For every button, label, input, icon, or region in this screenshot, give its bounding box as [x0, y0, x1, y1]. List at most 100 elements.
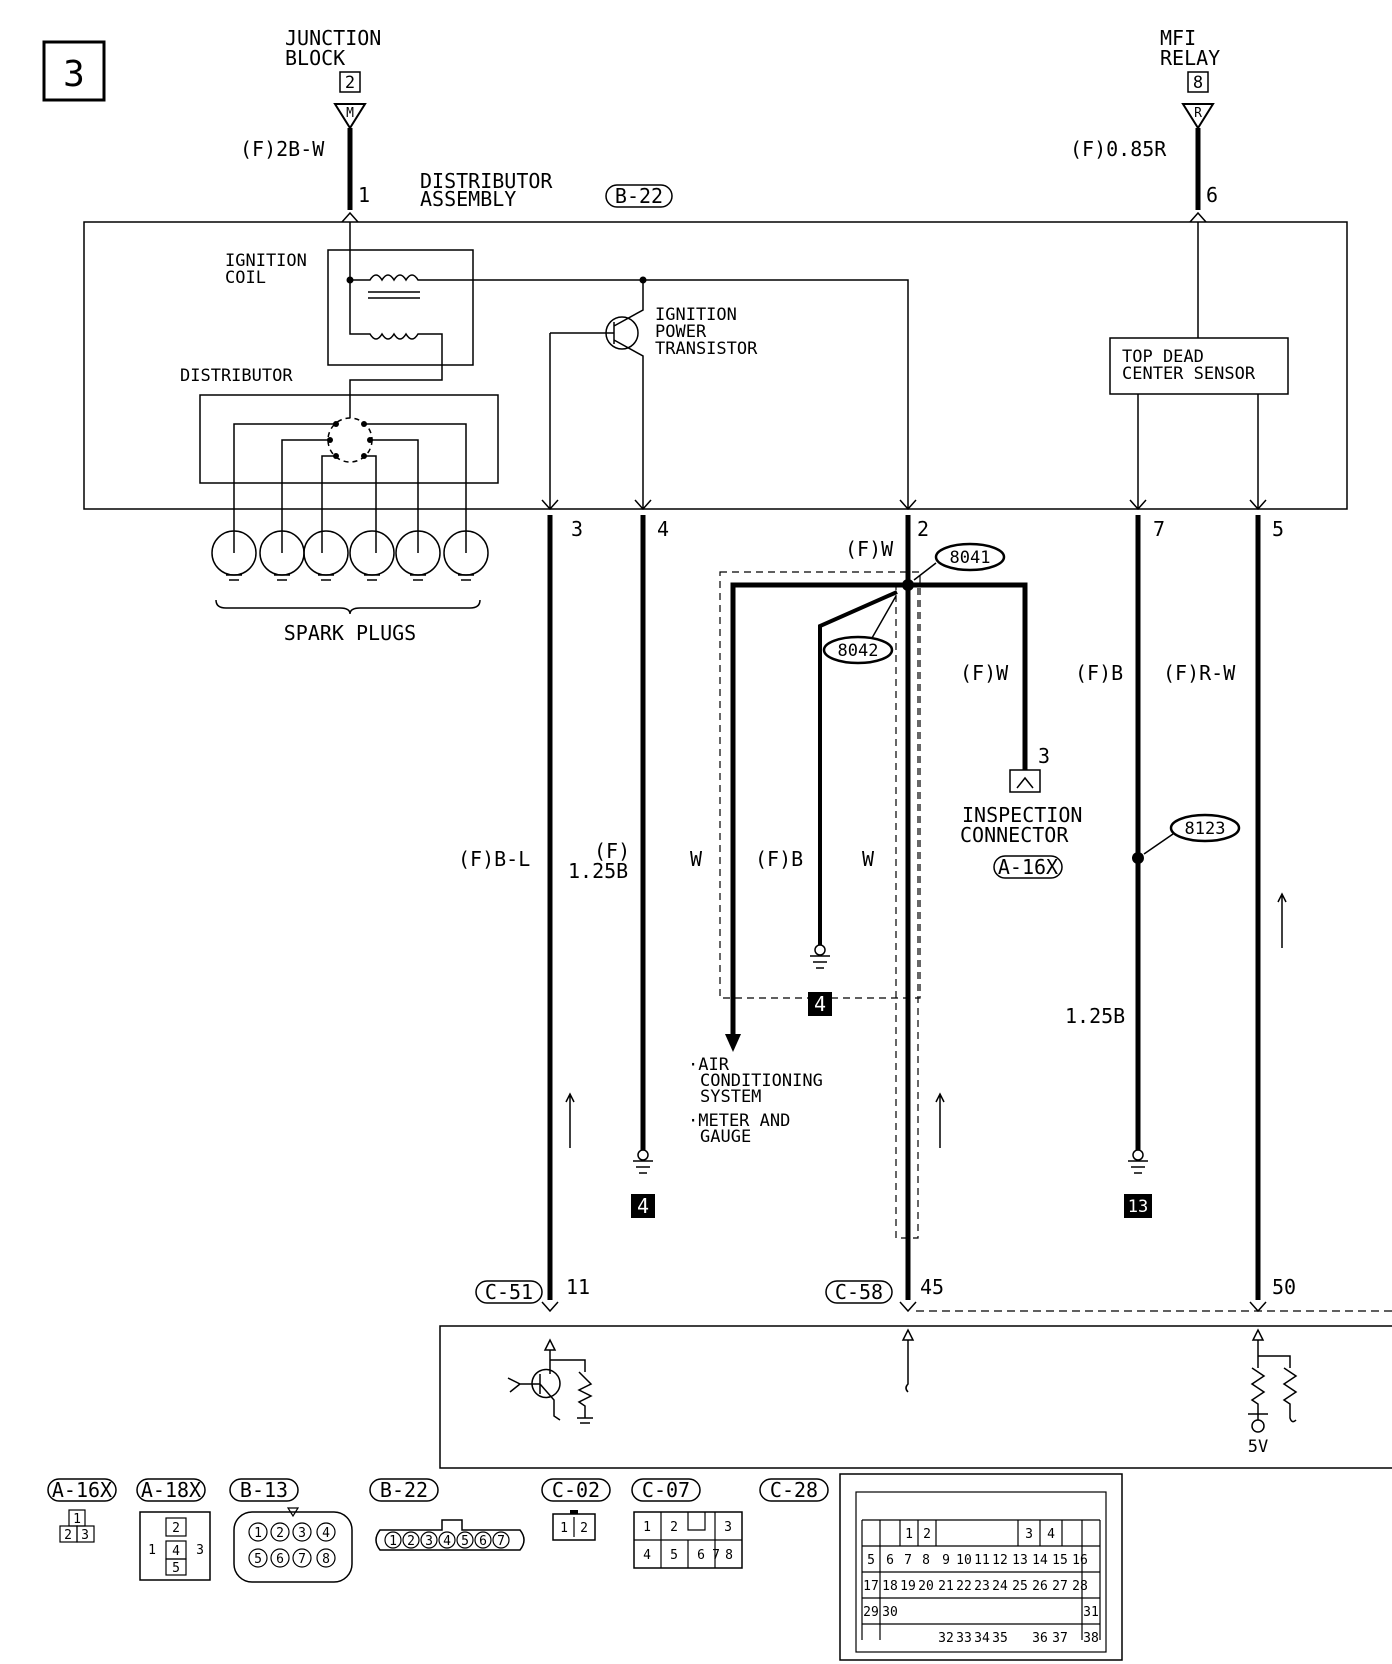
- c28-pin: 1: [905, 1527, 913, 1542]
- c28-pin: 15: [1052, 1553, 1068, 1568]
- distributor-box: [199, 394, 499, 484]
- c28-pin: 10: [956, 1553, 972, 1568]
- tdc-sensor-box: [1109, 337, 1289, 395]
- c58-pin: 45: [920, 1275, 944, 1299]
- ignition-coil-label: IGNITION: [225, 251, 307, 271]
- svg-text:1: 1: [643, 1520, 651, 1535]
- svg-text:1: 1: [254, 1526, 262, 1541]
- c28-pin: 38: [1083, 1631, 1099, 1646]
- svg-text:4: 4: [322, 1526, 330, 1541]
- transistor-label-2: POWER: [655, 322, 707, 342]
- svg-text:C-07: C-07: [642, 1478, 690, 1502]
- transistor-label: IGNITION: [655, 305, 737, 325]
- c28-pin: 14: [1032, 1553, 1048, 1568]
- ignition-coil-box: [327, 249, 474, 366]
- wire-w-left: W: [690, 847, 703, 871]
- a16x-tag: [993, 855, 1063, 879]
- svg-text:5: 5: [670, 1548, 678, 1563]
- ac-arrow: [725, 1034, 741, 1052]
- svg-text:2: 2: [670, 1520, 678, 1535]
- c28-pin: 5: [867, 1553, 875, 1568]
- svg-text:2: 2: [172, 1521, 180, 1536]
- splice-8123: [1169, 813, 1241, 843]
- c28-pin: 35: [992, 1631, 1008, 1646]
- wire-2b-w: (F)2B-W: [240, 137, 325, 161]
- svg-text:5: 5: [461, 1534, 469, 1549]
- c50-pin: 50: [1272, 1275, 1296, 1299]
- inspection-label: INSPECTION: [962, 803, 1082, 827]
- svg-text:13: 13: [1128, 1197, 1148, 1217]
- svg-text:A-18X: A-18X: [141, 1478, 201, 1502]
- svg-text:6: 6: [479, 1534, 487, 1549]
- c28-pin: 20: [918, 1579, 934, 1594]
- spark-plug-3: [303, 530, 349, 576]
- spark-plugs-label: SPARK PLUGS: [284, 621, 416, 645]
- coil-secondary: [349, 280, 443, 418]
- c28-pin: 2: [923, 1527, 931, 1542]
- c28-pin: 16: [1072, 1553, 1088, 1568]
- ecu-box: [439, 1325, 1392, 1469]
- c28-pin: 24: [992, 1579, 1008, 1594]
- svg-text:6: 6: [697, 1548, 705, 1563]
- svg-text:1: 1: [560, 1521, 568, 1536]
- tdc-sensor-label: TOP DEAD: [1122, 347, 1204, 367]
- mfi-relay-box: [1187, 71, 1209, 93]
- wire-w-right: W: [862, 847, 875, 871]
- destination-ac-2: CONDITIONING: [700, 1071, 823, 1091]
- spark-plugs: [211, 530, 489, 581]
- inspection-label-2: CONNECTOR: [960, 823, 1069, 847]
- svg-text:4: 4: [637, 1194, 649, 1218]
- shield-dashed-right: [895, 585, 919, 1239]
- c28-pin: 22: [956, 1579, 972, 1594]
- svg-text:4: 4: [643, 1548, 651, 1563]
- mfi-relay-label: MFI: [1160, 26, 1196, 50]
- c51-tag: [475, 1280, 543, 1304]
- svg-text:4: 4: [443, 1534, 451, 1549]
- junction-block-pin-marker: [333, 103, 367, 130]
- ecu-5v: 5V: [1248, 1437, 1268, 1457]
- ecu-internal: 5V: [507, 1328, 1298, 1457]
- svg-text:1: 1: [389, 1534, 397, 1549]
- wire-0-85r: (F)0.85R: [1070, 137, 1167, 161]
- wire-ground: (F)B: [755, 847, 803, 871]
- pin-7: 7: [1153, 517, 1165, 541]
- c28-pin: 30: [882, 1605, 898, 1620]
- page-number-box: [42, 40, 106, 102]
- c28-pin: 37: [1052, 1631, 1068, 1646]
- svg-text:B-22: B-22: [380, 1478, 428, 1502]
- svg-text:7: 7: [298, 1552, 306, 1567]
- pin-6: 6: [1206, 183, 1218, 207]
- c28-pin: 7: [904, 1553, 912, 1568]
- c58-tag-text: C-58: [835, 1280, 883, 1304]
- distributor-assembly-box: [83, 221, 1348, 510]
- splice-8042-label: 8042: [838, 641, 879, 661]
- legend-b22: 1 2 3 4 5 6 7: [375, 1519, 525, 1551]
- wire-w5: (F)R-W: [1163, 661, 1236, 685]
- junction-block-pin-letter: M: [346, 106, 354, 121]
- destination-ac: ·AIR: [688, 1055, 730, 1075]
- junction-block-label-2: BLOCK: [285, 46, 345, 70]
- splice-8042: [822, 635, 894, 665]
- splice-8041-label: 8041: [950, 548, 991, 568]
- c28-pin: 3: [1025, 1527, 1033, 1542]
- legend-a18x: 2 1 4 3 5: [139, 1511, 211, 1581]
- c28-pin: 27: [1052, 1579, 1068, 1594]
- c28-pin: 8: [922, 1553, 930, 1568]
- svg-text:4: 4: [172, 1544, 180, 1559]
- legend-codes: A-16X A-18X B-13 B-22 C-02 C-07 C-28: [47, 1478, 829, 1502]
- distributor-contacts: [327, 421, 373, 459]
- wire-w2-top: (F)W: [845, 537, 894, 561]
- splice-8123-dot: [1132, 852, 1144, 864]
- c28-pin: 31: [1083, 1605, 1099, 1620]
- mfi-relay-box-num: 8: [1193, 73, 1203, 93]
- inspection-pin: 3: [1038, 744, 1050, 768]
- destination-ac-3: SYSTEM: [700, 1087, 761, 1107]
- svg-text:3: 3: [724, 1520, 732, 1535]
- svg-text:5: 5: [254, 1552, 262, 1567]
- distributor-assembly-title: DISTRIBUTOR: [420, 169, 553, 193]
- wire-w3: (F)B-L: [458, 847, 530, 871]
- c28-pin: 23: [974, 1579, 990, 1594]
- b22-tag-text: B-22: [615, 184, 663, 208]
